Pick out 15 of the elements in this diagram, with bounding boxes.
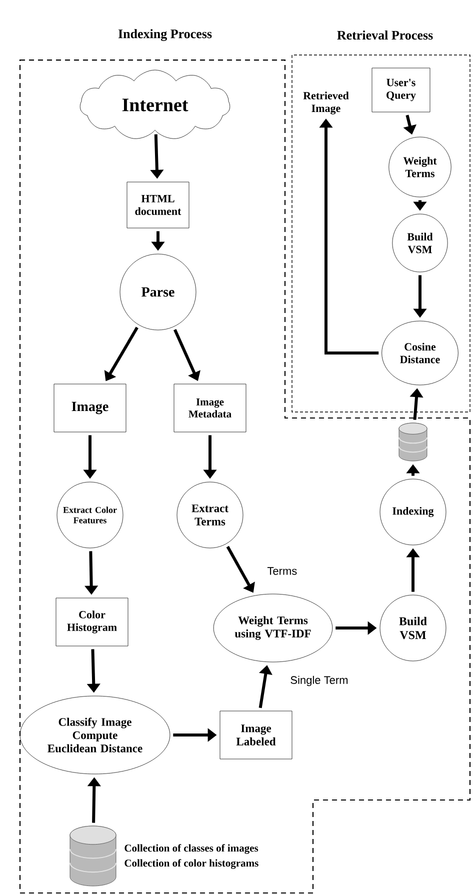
output-label: Retrieved Image <box>303 92 349 114</box>
edge-label: Single Term <box>289 674 350 688</box>
caption-text: Collection of color histograms <box>124 859 258 869</box>
edge-label: Terms <box>266 566 298 576</box>
database-icon <box>398 422 428 462</box>
database-icon <box>70 826 116 886</box>
process-box: Image Labeled <box>220 710 292 760</box>
caption-text: Collection of classes of images <box>124 844 258 854</box>
region-heading: Indexing Process <box>118 29 212 41</box>
process-box: Image <box>54 384 126 432</box>
process-box: HTML document <box>126 182 190 228</box>
process-box: User's Query <box>372 68 430 112</box>
process-box: Color Histogram <box>56 598 128 646</box>
region-heading: Retrieval Process <box>337 30 433 40</box>
process-box: Image Metadata <box>174 384 246 432</box>
